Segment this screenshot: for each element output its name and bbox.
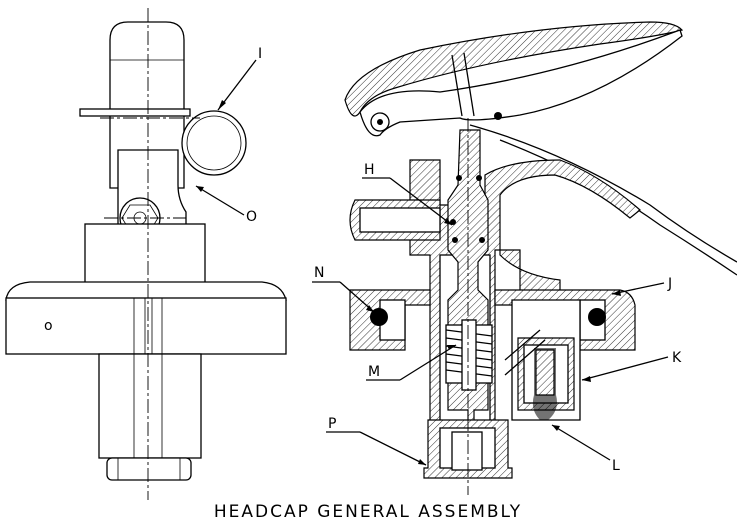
lower-lever — [469, 124, 737, 263]
side-view-cap-body — [5, 297, 287, 355]
label-H: H — [364, 162, 375, 178]
label-O: O — [246, 209, 257, 225]
label-P: P — [328, 416, 336, 432]
callouts: I O H N J K M P L — [195, 46, 682, 474]
safety-ring — [181, 110, 247, 176]
label-I: I — [258, 46, 262, 62]
label-J: J — [667, 276, 672, 292]
side-view-cap-top — [5, 281, 287, 301]
label-N: N — [314, 265, 324, 281]
side-view-shoulder — [84, 223, 206, 285]
side-mark: o — [44, 318, 53, 334]
drawing-title: HEADCAP GENERAL ASSEMBLY — [214, 502, 522, 522]
side-view-lower-barrel — [98, 353, 202, 459]
label-M: M — [368, 364, 380, 380]
side-view-top-grip — [109, 21, 185, 189]
label-K: K — [672, 350, 682, 366]
gauge-assembly — [504, 299, 581, 421]
lever-handle — [344, 21, 684, 117]
lever-arm — [359, 29, 683, 137]
o-ring-left — [370, 308, 388, 326]
side-view-nozzle — [106, 457, 192, 481]
side-view: o — [5, 8, 287, 500]
side-view-pin — [79, 108, 191, 117]
o-ring-right — [588, 308, 606, 326]
spout-bore — [359, 207, 441, 233]
spring — [445, 319, 493, 391]
section-view — [344, 21, 737, 495]
label-L: L — [612, 458, 620, 474]
